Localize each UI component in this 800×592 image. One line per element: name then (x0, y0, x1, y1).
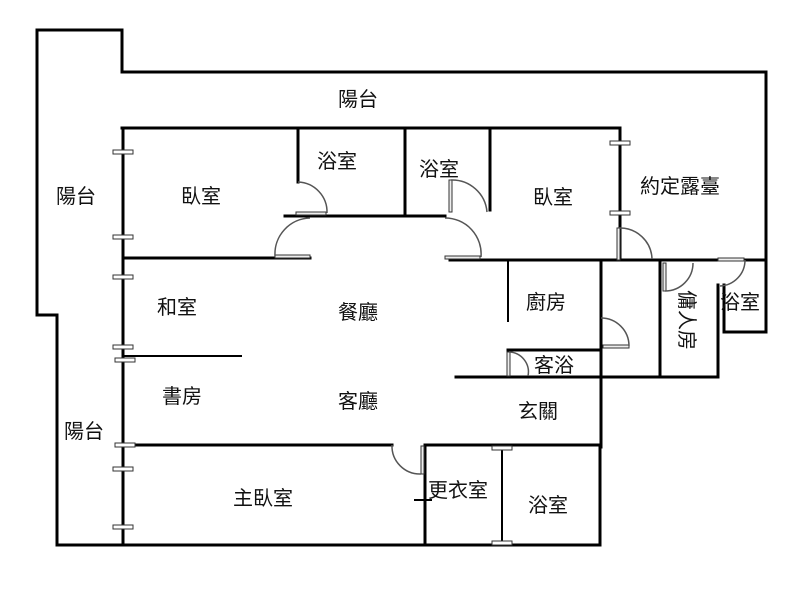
label-walk-in-closet: 更衣室 (428, 478, 488, 502)
window (491, 540, 513, 546)
label-entrance: 玄關 (518, 399, 558, 423)
label-dining-room: 餐廳 (338, 300, 378, 324)
door-bedroom-right (444, 217, 482, 260)
door-guest-bath (506, 351, 530, 377)
label-terrace: 約定露臺 (640, 174, 720, 198)
label-bedroom-left: 臥室 (181, 184, 221, 208)
window (112, 466, 134, 472)
window (491, 445, 513, 451)
label-balcony-left-upper: 陽台 (56, 184, 96, 208)
door-terrace (616, 227, 653, 261)
label-kitchen: 廚房 (526, 290, 566, 314)
window (112, 234, 134, 240)
window (112, 524, 134, 530)
label-living-room: 客廳 (338, 389, 378, 413)
door-bath1 (295, 181, 328, 216)
door-master-bedroom (391, 444, 425, 475)
door-kitchen (600, 317, 630, 349)
door-bath2 (448, 179, 488, 213)
window (609, 140, 631, 146)
label-maid-bath: 浴室 (720, 290, 760, 314)
doors (274, 179, 746, 501)
label-bathroom-master: 浴室 (528, 493, 568, 517)
window (112, 344, 134, 350)
windows (112, 140, 631, 546)
label-balcony-top: 陽台 (338, 87, 378, 111)
window (112, 274, 134, 280)
label-guest-bath: 客浴 (534, 353, 574, 377)
label-master-bedroom: 主臥室 (233, 486, 293, 510)
room-labels: 陽台 陽台 陽台 臥室 浴室 浴室 臥室 約定露臺 和室 餐廳 廚房 客浴 浴室… (56, 87, 760, 517)
door-maid-room (662, 262, 694, 292)
label-bedroom-right: 臥室 (533, 185, 573, 209)
label-bathroom-1: 浴室 (317, 149, 357, 173)
window (609, 210, 631, 216)
interior-walls (120, 126, 765, 547)
window (112, 149, 134, 155)
label-japanese-room: 和室 (157, 295, 197, 319)
door-bedroom-left (274, 217, 311, 259)
door-maid-bath (717, 257, 746, 287)
label-bathroom-2: 浴室 (419, 157, 459, 181)
window (114, 357, 136, 363)
window (114, 442, 136, 448)
label-balcony-left-lower: 陽台 (64, 419, 104, 443)
label-maid-room: 傭人房 (675, 290, 699, 350)
label-study: 書房 (162, 384, 202, 408)
